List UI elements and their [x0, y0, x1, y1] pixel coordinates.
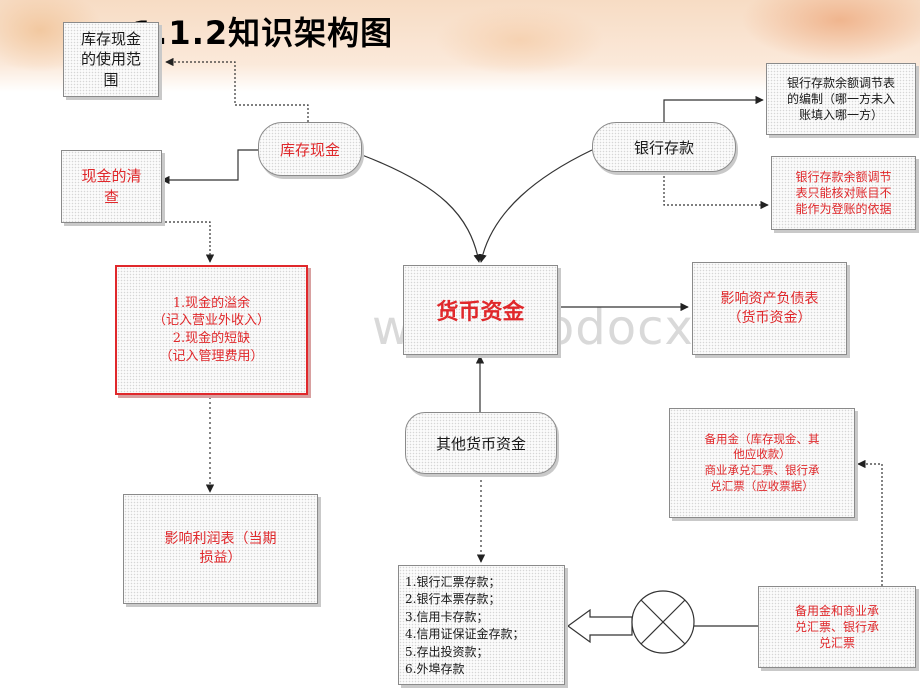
node-bank-reconcile: 银行存款余额调节表 的编制（哪一方未入 账填入哪一方） [766, 63, 916, 135]
node-monetary-funds-text: 货币资金 [436, 299, 525, 325]
node-bank-reconcile-note: 银行存款余额调节 表只能核对账目不 能作为登账的依据 [771, 156, 916, 230]
connector-cash-to-scope [165, 57, 309, 122]
connector-bank-to-funds [478, 149, 593, 263]
connector-cash-to-check [161, 149, 258, 185]
hollow-arrow-to-list [566, 608, 633, 644]
node-income-statement-text: 影响利润表（当期 损益） [164, 531, 277, 566]
page-title: 1.1.2知识架构图 [132, 14, 394, 52]
node-balance-sheet: 影响资产负债表 （货币资金） [692, 262, 847, 355]
connector-check-to-result [113, 221, 215, 263]
node-other-funds-list: 1.银行汇票存款； 2.银行本票存款； 3.信用卡存款； 4.信用证保证金存款；… [398, 565, 565, 685]
node-cash-result: 1.现金的溢余 （记入营业外收入） 2.现金的短缺 （记入管理费用） [115, 265, 308, 395]
node-cash-check-text: 现金的清 查 [81, 167, 142, 206]
node-petty-bills-text: 备用金和商业承 兑汇票、银行承 兑汇票 [794, 603, 879, 651]
node-cash-on-hand: 库存现金 [258, 122, 362, 176]
list-item: 1.银行汇票存款； [405, 575, 501, 589]
node-cash-scope-text: 库存现金 的使用范 围 [80, 30, 141, 89]
node-petty-bills: 备用金和商业承 兑汇票、银行承 兑汇票 [758, 586, 916, 668]
list-item: 6.外埠存款 [405, 661, 465, 676]
connector-petty-to-receivable [857, 459, 883, 586]
connector-cash-to-funds [361, 154, 482, 263]
node-bank-deposit: 银行存款 [592, 122, 736, 172]
node-petty-cash-text: 备用金（库存现金、其 他应收款） 商业承兑汇票、银行承 兑汇票（应收票据） [704, 431, 820, 493]
node-bank-deposit-text: 银行存款 [633, 138, 694, 157]
connector-bank-to-reconcile [663, 95, 764, 128]
node-cash-scope: 库存现金 的使用范 围 [63, 22, 159, 97]
list-item: 4.信用证保证金存款； [405, 627, 525, 642]
node-bank-reconcile-note-text: 银行存款余额调节 表只能核对账目不 能作为登账的依据 [795, 169, 892, 217]
cross-circle-icon [631, 590, 695, 654]
node-cash-check: 现金的清 查 [61, 150, 162, 223]
node-cash-on-hand-text: 库存现金 [279, 140, 340, 159]
list-item: 3.信用卡存款； [405, 609, 489, 624]
node-other-funds-text: 其他货币资金 [435, 434, 526, 453]
node-other-funds: 其他货币资金 [405, 412, 557, 474]
node-petty-cash: 备用金（库存现金、其 他应收款） 商业承兑汇票、银行承 兑汇票（应收票据） [669, 408, 855, 518]
node-bank-reconcile-text: 银行存款余额调节表 的编制（哪一方未入 账填入哪一方） [786, 75, 895, 123]
other-funds-list: 1.银行汇票存款； 2.银行本票存款； 3.信用卡存款； 4.信用证保证金存款；… [405, 574, 524, 678]
node-balance-sheet-text: 影响资产负债表 （货币资金） [720, 290, 819, 326]
node-monetary-funds: 货币资金 [403, 265, 558, 355]
node-income-statement: 影响利润表（当期 损益） [123, 494, 318, 604]
list-item: 5.存出投资款； [405, 644, 489, 659]
connector-bank-to-note [663, 172, 769, 210]
list-item: 2.银行本票存款； [405, 592, 501, 607]
node-cash-result-text: 1.现金的溢余 （记入营业外收入） 2.现金的短缺 （记入管理费用） [152, 295, 270, 364]
